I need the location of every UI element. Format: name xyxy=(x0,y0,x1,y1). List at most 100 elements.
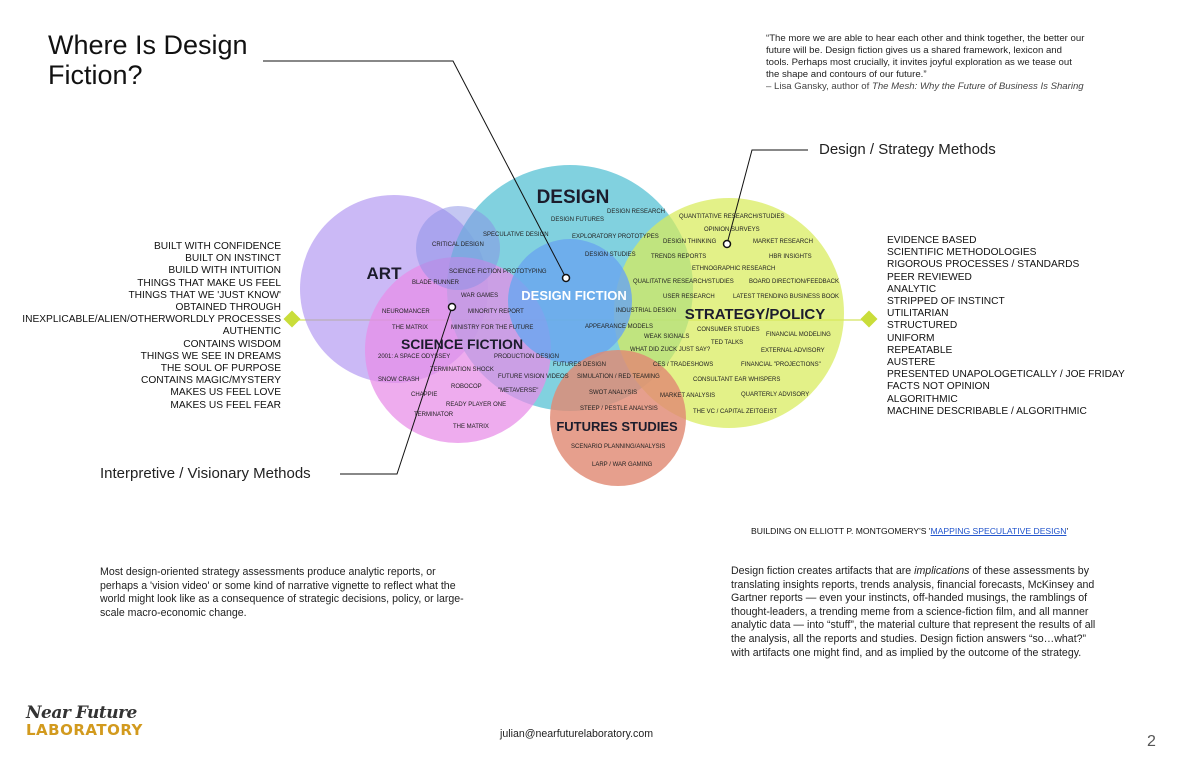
right-attribute: ANALYTIC xyxy=(887,283,937,295)
diagram-term: USER RESEARCH xyxy=(663,294,715,300)
diagram-term: INDUSTRIAL DESIGN xyxy=(616,308,676,314)
right-attribute: REPEATABLE xyxy=(887,344,953,356)
diagram-term: SPECULATIVE DESIGN xyxy=(483,232,549,238)
right-paragraph-part-b: of these assessments by translating insi… xyxy=(731,565,1096,659)
diagram-term: QUARTERLY ADVISORY xyxy=(741,392,809,398)
diagram-term: READY PLAYER ONE xyxy=(446,402,506,408)
diagram-term: FINANCIAL "PROJECTIONS" xyxy=(741,362,821,368)
quote-attribution-prefix: – Lisa Gansky, author of xyxy=(766,81,872,92)
left-attribute: CONTAINS MAGIC/MYSTERY xyxy=(141,375,281,387)
diagram-term: WHAT DID ZUCK JUST SAY? xyxy=(630,347,711,353)
left-attribute: THINGS THAT WE 'JUST KNOW' xyxy=(128,289,281,301)
left-attribute: INEXPLICABLE/ALIEN/OTHERWORLDLY PROCESSE… xyxy=(22,314,281,326)
right-attribute: FACTS NOT OPINION xyxy=(887,381,990,393)
diagram-term: MARKET RESEARCH xyxy=(753,239,813,245)
diagram-term: QUANTITATIVE RESEARCH/STUDIES xyxy=(679,214,784,220)
strategy-pointer-line xyxy=(726,149,808,245)
diagram-term: WAR GAMES xyxy=(461,293,498,299)
right-paragraph: Design fiction creates artifacts that ar… xyxy=(731,565,1101,660)
diagram-term: SNOW CRASH xyxy=(378,377,419,383)
credit-suffix: ' xyxy=(1066,526,1069,536)
futures-circle xyxy=(550,350,686,486)
diagram-term: BLADE RUNNER xyxy=(412,280,460,286)
axis-diamond-right xyxy=(860,310,878,328)
diagram-term: LARP / WAR GAMING xyxy=(592,462,653,468)
diagram-term: SCIENCE FICTION PROTOTYPING xyxy=(449,269,547,275)
axis-diamond-left xyxy=(283,310,301,328)
diagram-term: ETHNOGRAPHIC RESEARCH xyxy=(692,266,775,272)
credit-line: BUILDING ON ELLIOTT P. MONTGOMERY'S 'MAP… xyxy=(751,526,1068,536)
logo-line-2: LABORATORY xyxy=(26,721,143,739)
diagram-term: MINORITY REPORT xyxy=(468,309,524,315)
diagram-term: SIMULATION / RED TEAMING xyxy=(577,374,660,380)
diagram-term: DESIGN RESEARCH xyxy=(607,209,665,215)
mapping-speculative-design-link[interactable]: MAPPING SPECULATIVE DESIGN xyxy=(930,526,1067,536)
strategy-methods-label: Design / Strategy Methods xyxy=(819,141,996,158)
left-attribute: BUILT ON INSTINCT xyxy=(185,253,281,265)
scifi-circle xyxy=(365,257,551,443)
category-strategy: STRATEGY/POLICY xyxy=(685,306,826,323)
diagram-term: SCENARIO PLANNING/ANALYSIS xyxy=(571,444,665,450)
interpretive-pointer-dot xyxy=(447,302,457,312)
design-fiction-circle xyxy=(508,239,632,363)
right-paragraph-emphasis: implications xyxy=(914,565,970,577)
diagram-term: EXTERNAL ADVISORY xyxy=(761,348,825,354)
diagram-term: CRITICAL DESIGN xyxy=(432,242,484,248)
diagram-term: BOARD DIRECTION/FEEDBACK xyxy=(749,279,839,285)
right-paragraph-part-a: Design fiction creates artifacts that ar… xyxy=(731,565,915,577)
category-futures: FUTURES STUDIES xyxy=(556,419,678,434)
quote-text: “The more we are able to hear each other… xyxy=(766,33,1085,80)
page-title: Where Is Design Fiction? xyxy=(48,30,248,90)
diagram-term: THE VC / CAPITAL ZEITGEIST xyxy=(693,409,777,415)
interpretive-methods-label: Interpretive / Visionary Methods xyxy=(100,465,311,482)
right-attribute: UNIFORM xyxy=(887,332,935,344)
diagram-term: TERMINATION SHOCK xyxy=(430,367,494,373)
left-attribute: AUTHENTIC xyxy=(222,326,281,338)
diagram-term: "METAVERSE" xyxy=(498,388,538,394)
diagram-term: STEEP / PESTLE ANALYSIS xyxy=(580,406,658,412)
diagram-term: NEUROMANCER xyxy=(382,309,430,315)
diagram-term: FINANCIAL MODELING xyxy=(766,332,831,338)
right-attribute: UTILITARIAN xyxy=(887,308,949,320)
page-number: 2 xyxy=(1147,733,1156,750)
diagram-term: THE MATRIX xyxy=(392,325,428,331)
left-attribute: BUILT WITH CONFIDENCE xyxy=(154,241,281,252)
category-design-fiction: DESIGN FICTION xyxy=(521,288,626,303)
right-attribute: MACHINE DESCRIBABLE / ALGORITHMIC xyxy=(887,405,1087,417)
diagram-term: TED TALKS xyxy=(711,340,743,346)
diagram-term: EXPLORATORY PROTOTYPES xyxy=(572,234,659,240)
diagram-term: ROBOCOP xyxy=(451,384,482,390)
diagram-term: PRODUCTION DESIGN xyxy=(494,354,559,360)
quote-book-title: The Mesh: Why the Future of Business Is … xyxy=(871,81,1084,92)
near-future-laboratory-logo: Near Future LABORATORY xyxy=(26,705,143,739)
diagram-term: APPEARANCE MODELS xyxy=(585,324,653,330)
diagram-term: SWOT ANALYSIS xyxy=(589,390,637,396)
category-design: DESIGN xyxy=(537,187,610,208)
left-attribute: MAKES US FEEL FEAR xyxy=(170,399,281,411)
diagram-term: DESIGN FUTURES xyxy=(551,217,604,223)
right-attribute: ALGORITHMIC xyxy=(887,393,958,405)
right-attribute: RIGOROUS PROCESSES / STANDARDS xyxy=(887,259,1080,271)
diagram-term: FUTURE VISION VIDEOS xyxy=(498,374,569,380)
diagram-term: CONSULTANT EAR WHISPERS xyxy=(693,377,780,383)
right-attribute: STRIPPED OF INSTINCT xyxy=(887,296,1005,308)
diagram-term: QUALITATIVE RESEARCH/STUDIES xyxy=(633,279,734,285)
diagram-term: TERMINATOR xyxy=(414,412,454,418)
diagram-term: CONSUMER STUDIES xyxy=(697,327,760,333)
diagram-term: MINISTRY FOR THE FUTURE xyxy=(451,325,533,331)
left-attribute: THE SOUL OF PURPOSE xyxy=(160,363,281,375)
contact-email: julian@nearfuturelaboratory.com xyxy=(500,728,654,740)
left-attribute: CONTAINS WISDOM xyxy=(183,338,281,350)
right-attribute: EVIDENCE BASED xyxy=(887,235,977,246)
critical-design-circle xyxy=(416,206,500,290)
quote-attribution: – Lisa Gansky, author of The Mesh: Why t… xyxy=(766,81,1086,93)
right-attribute: PEER REVIEWED xyxy=(887,271,972,283)
interpretive-pointer-line xyxy=(340,306,453,475)
diagram-term: DESIGN THINKING xyxy=(663,239,717,245)
left-attribute: BUILD WITH INTUITION xyxy=(168,265,281,277)
right-attribute: STRUCTURED xyxy=(887,320,958,332)
diagram-term: THE MATRIX xyxy=(453,424,489,430)
left-attribute: THINGS WE SEE IN DREAMS xyxy=(140,350,281,362)
diagram-term: CES / TRADESHOWS xyxy=(653,362,713,368)
right-attribute: PRESENTED UNAPOLOGETICALLY / JOE FRIDAY xyxy=(887,369,1125,381)
